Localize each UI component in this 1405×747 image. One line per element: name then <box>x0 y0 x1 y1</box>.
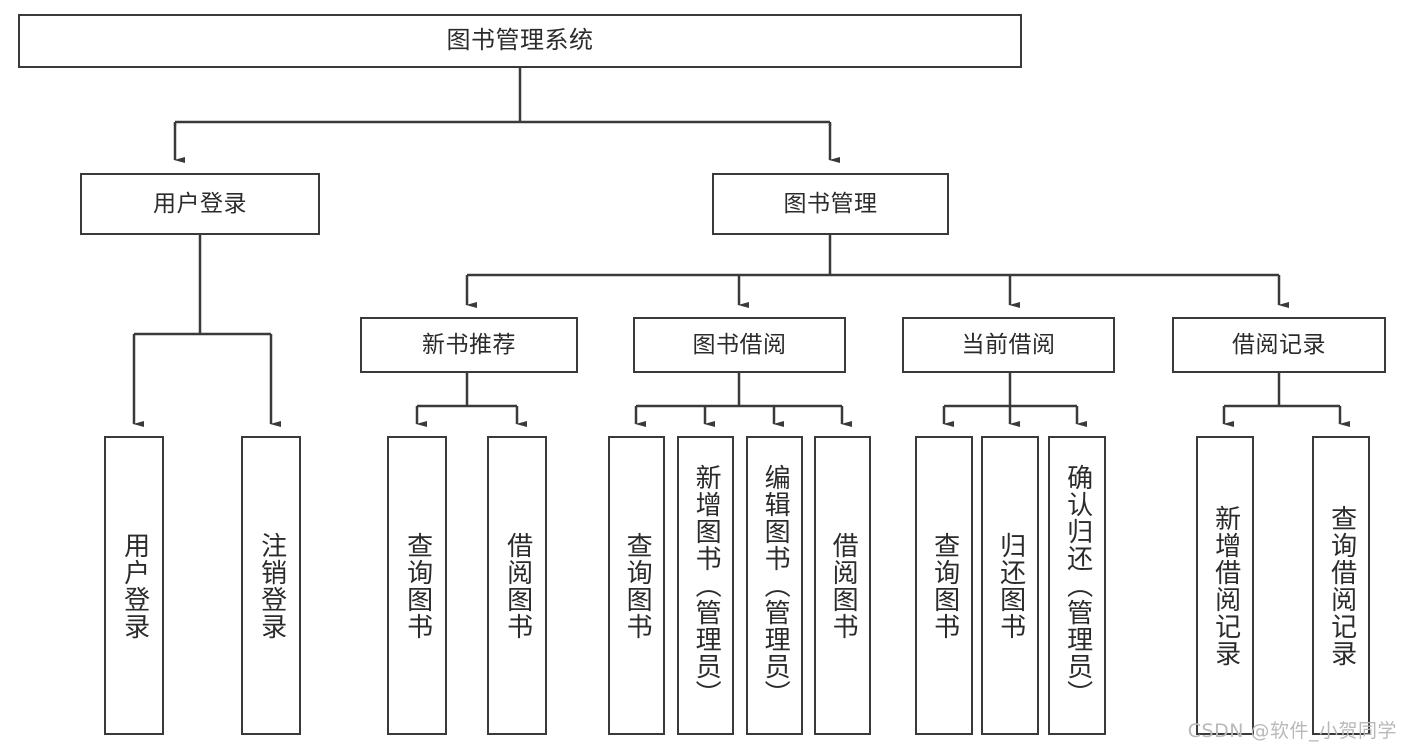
leaf-current-confirm-return[interactable]: 确认归还（管理员） <box>1048 436 1106 735</box>
leaf-new-book-query-label: 查询图书 <box>402 531 433 640</box>
leaf-borrow-borrow-book[interactable]: 借阅图书 <box>814 436 871 735</box>
leaf-record-query-label: 查询借阅记录 <box>1326 504 1357 667</box>
node-user-login[interactable]: 用户登录 <box>80 173 320 235</box>
leaf-record-add-label: 新增借阅记录 <box>1210 504 1241 667</box>
node-book-borrow[interactable]: 图书借阅 <box>633 317 846 373</box>
leaf-borrow-query-book[interactable]: 查询图书 <box>608 436 665 735</box>
leaf-current-query-book-label: 查询图书 <box>929 531 960 640</box>
node-user-login-label: 用户登录 <box>153 190 247 217</box>
leaf-user-login-signout[interactable]: 注销登录 <box>241 436 301 735</box>
leaf-user-login-signin[interactable]: 用户登录 <box>104 436 164 735</box>
node-current-borrow-label: 当前借阅 <box>961 331 1056 358</box>
leaf-borrow-edit-book[interactable]: 编辑图书（管理员） <box>746 436 803 735</box>
leaf-borrow-add-book-label: 新增图书（管理员） <box>691 464 722 707</box>
node-new-book-recommend[interactable]: 新书推荐 <box>360 317 578 373</box>
node-current-borrow[interactable]: 当前借阅 <box>902 317 1115 373</box>
leaf-new-book-query[interactable]: 查询图书 <box>387 436 447 735</box>
leaf-user-login-signout-label: 注销登录 <box>256 531 287 640</box>
node-new-book-recommend-label: 新书推荐 <box>422 331 516 358</box>
leaf-current-return-book-label: 归还图书 <box>995 531 1026 640</box>
watermark-text: CSDN @软件_小贺同学 <box>1187 720 1397 742</box>
leaf-current-return-book[interactable]: 归还图书 <box>981 436 1039 735</box>
leaf-borrow-query-book-label: 查询图书 <box>622 531 653 640</box>
node-book-borrow-label: 图书借阅 <box>692 331 787 358</box>
node-book-management[interactable]: 图书管理 <box>712 173 949 235</box>
node-root[interactable]: 图书管理系统 <box>18 14 1022 68</box>
leaf-current-confirm-return-label: 确认归还（管理员） <box>1062 464 1093 707</box>
leaf-record-query[interactable]: 查询借阅记录 <box>1312 436 1370 735</box>
leaf-new-book-borrow-label: 借阅图书 <box>502 531 533 640</box>
leaf-borrow-borrow-book-label: 借阅图书 <box>828 531 859 640</box>
node-book-management-label: 图书管理 <box>783 190 878 217</box>
leaf-borrow-edit-book-label: 编辑图书（管理员） <box>760 464 791 707</box>
leaf-current-query-book[interactable]: 查询图书 <box>915 436 973 735</box>
leaf-new-book-borrow[interactable]: 借阅图书 <box>487 436 547 735</box>
node-root-label: 图书管理系统 <box>446 26 594 55</box>
node-borrow-record[interactable]: 借阅记录 <box>1172 317 1386 373</box>
leaf-record-add[interactable]: 新增借阅记录 <box>1196 436 1254 735</box>
node-borrow-record-label: 借阅记录 <box>1232 331 1326 358</box>
leaf-borrow-add-book[interactable]: 新增图书（管理员） <box>677 436 734 735</box>
leaf-user-login-signin-label: 用户登录 <box>119 531 150 640</box>
